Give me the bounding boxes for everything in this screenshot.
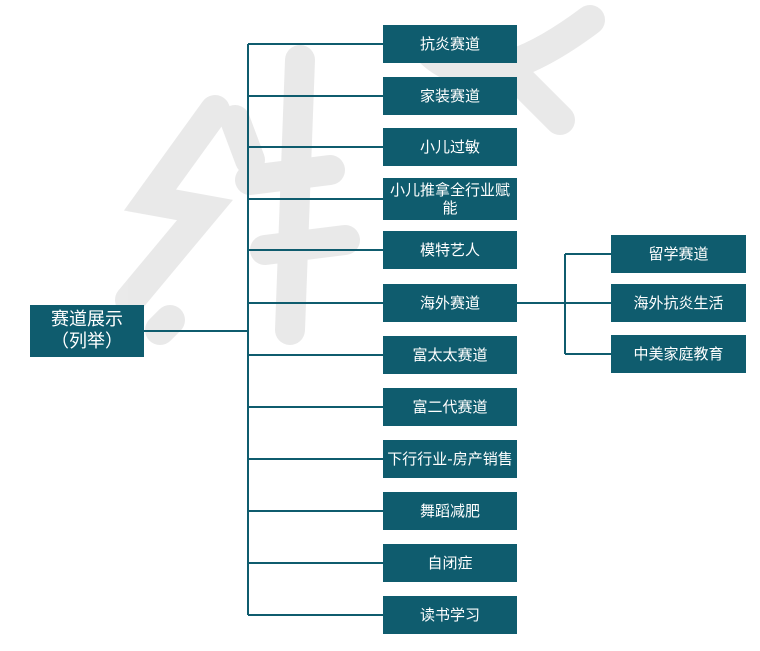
node-wudao-jianfei: 舞蹈减肥	[383, 492, 517, 530]
node-xiaoer-tuina: 小儿推拿全行业赋能	[383, 178, 517, 220]
node-jiazhuang: 家装赛道	[383, 77, 517, 115]
node-mote-yiren: 模特艺人	[383, 231, 517, 269]
root-node: 赛道展示 （列举）	[30, 305, 144, 357]
node-liuxue: 留学赛道	[611, 235, 746, 273]
node-zibizheng: 自闭症	[383, 544, 517, 582]
node-zhongmei-jiaoyu: 中美家庭教育	[611, 335, 746, 373]
node-haiwai-kangyan: 海外抗炎生活	[611, 284, 746, 322]
node-xiaoer-guomin: 小儿过敏	[383, 128, 517, 166]
node-haiwai: 海外赛道	[383, 284, 517, 322]
node-fangchan: 下行行业-房产销售	[383, 440, 517, 478]
node-fuerdai: 富二代赛道	[383, 388, 517, 426]
node-kangyan: 抗炎赛道	[383, 25, 517, 63]
node-futaitai: 富太太赛道	[383, 336, 517, 374]
node-dushu: 读书学习	[383, 596, 517, 634]
